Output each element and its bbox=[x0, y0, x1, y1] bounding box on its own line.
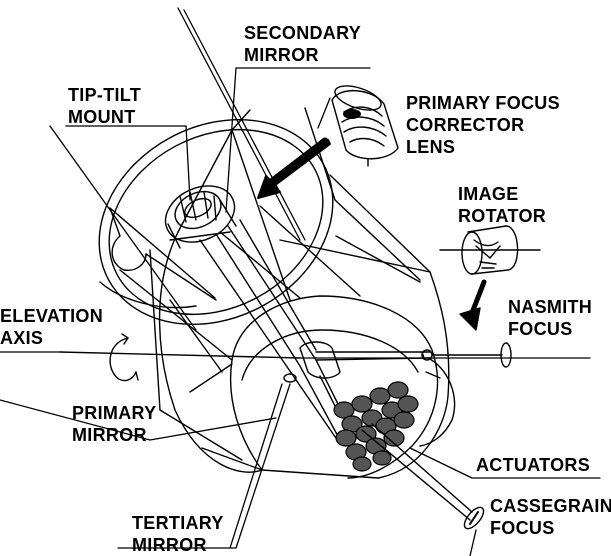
label-secondary-mirror-line1: SECONDARY bbox=[244, 23, 362, 43]
leader-lines bbox=[0, 7, 601, 556]
label-nasmith-focus-line1: NASMITH bbox=[508, 297, 593, 317]
label-secondary-mirror-line2: MIRROR bbox=[244, 45, 319, 65]
label-image-rotator: IMAGE ROTATOR bbox=[458, 183, 546, 227]
label-cassegrain-focus: CASSEGRAIN FOCUS bbox=[490, 495, 611, 539]
tertiary-mirror bbox=[283, 373, 297, 383]
nasmith-beam bbox=[315, 342, 512, 368]
actuators-cluster bbox=[333, 381, 419, 472]
truss-struts bbox=[109, 107, 431, 411]
label-primary-mirror-line2: MIRROR bbox=[72, 425, 147, 445]
label-tip-tilt-mount-line2: MOUNT bbox=[68, 107, 136, 127]
label-cassegrain-focus-line1: CASSEGRAIN bbox=[490, 496, 611, 516]
corrector-lens bbox=[331, 85, 399, 167]
label-primary-focus-corrector-lens-line3: LENS bbox=[406, 137, 456, 157]
label-tertiary-mirror-line2: MIRROR bbox=[132, 535, 207, 555]
image-rotator bbox=[439, 225, 541, 275]
label-actuators: ACTUATORS bbox=[476, 454, 590, 476]
label-primary-focus-corrector-lens-line1: PRIMARY FOCUS bbox=[406, 93, 560, 113]
label-tip-tilt-mount-line1: TIP-TILT bbox=[68, 85, 142, 105]
optical-path bbox=[199, 219, 353, 445]
label-tertiary-mirror-line1: TERTIARY bbox=[132, 513, 224, 533]
label-tip-tilt-mount: TIP-TILT MOUNT bbox=[68, 84, 141, 128]
label-elevation-axis: ELEVATION AXIS bbox=[0, 305, 103, 349]
label-tertiary-mirror: TERTIARY MIRROR bbox=[132, 512, 224, 556]
label-cassegrain-focus-line2: FOCUS bbox=[490, 518, 555, 538]
label-elevation-axis-line2: AXIS bbox=[0, 328, 44, 348]
label-nasmith-focus: NASMITH FOCUS bbox=[508, 296, 592, 340]
label-nasmith-focus-line2: FOCUS bbox=[508, 319, 573, 339]
label-image-rotator-line1: IMAGE bbox=[458, 184, 519, 204]
label-primary-mirror: PRIMARY MIRROR bbox=[72, 402, 156, 446]
label-secondary-mirror: SECONDARY MIRROR bbox=[244, 22, 361, 66]
label-image-rotator-line2: ROTATOR bbox=[458, 206, 547, 226]
label-primary-focus-corrector-lens-line2: CORRECTOR bbox=[406, 115, 525, 135]
label-elevation-axis-line1: ELEVATION bbox=[0, 306, 104, 326]
label-actuators-line1: ACTUATORS bbox=[476, 455, 591, 475]
label-primary-focus-corrector-lens: PRIMARY FOCUS CORRECTOR LENS bbox=[406, 92, 560, 158]
label-primary-mirror-line1: PRIMARY bbox=[72, 403, 157, 423]
elevation-axis bbox=[59, 333, 301, 382]
cassegrain-focus bbox=[361, 423, 485, 530]
